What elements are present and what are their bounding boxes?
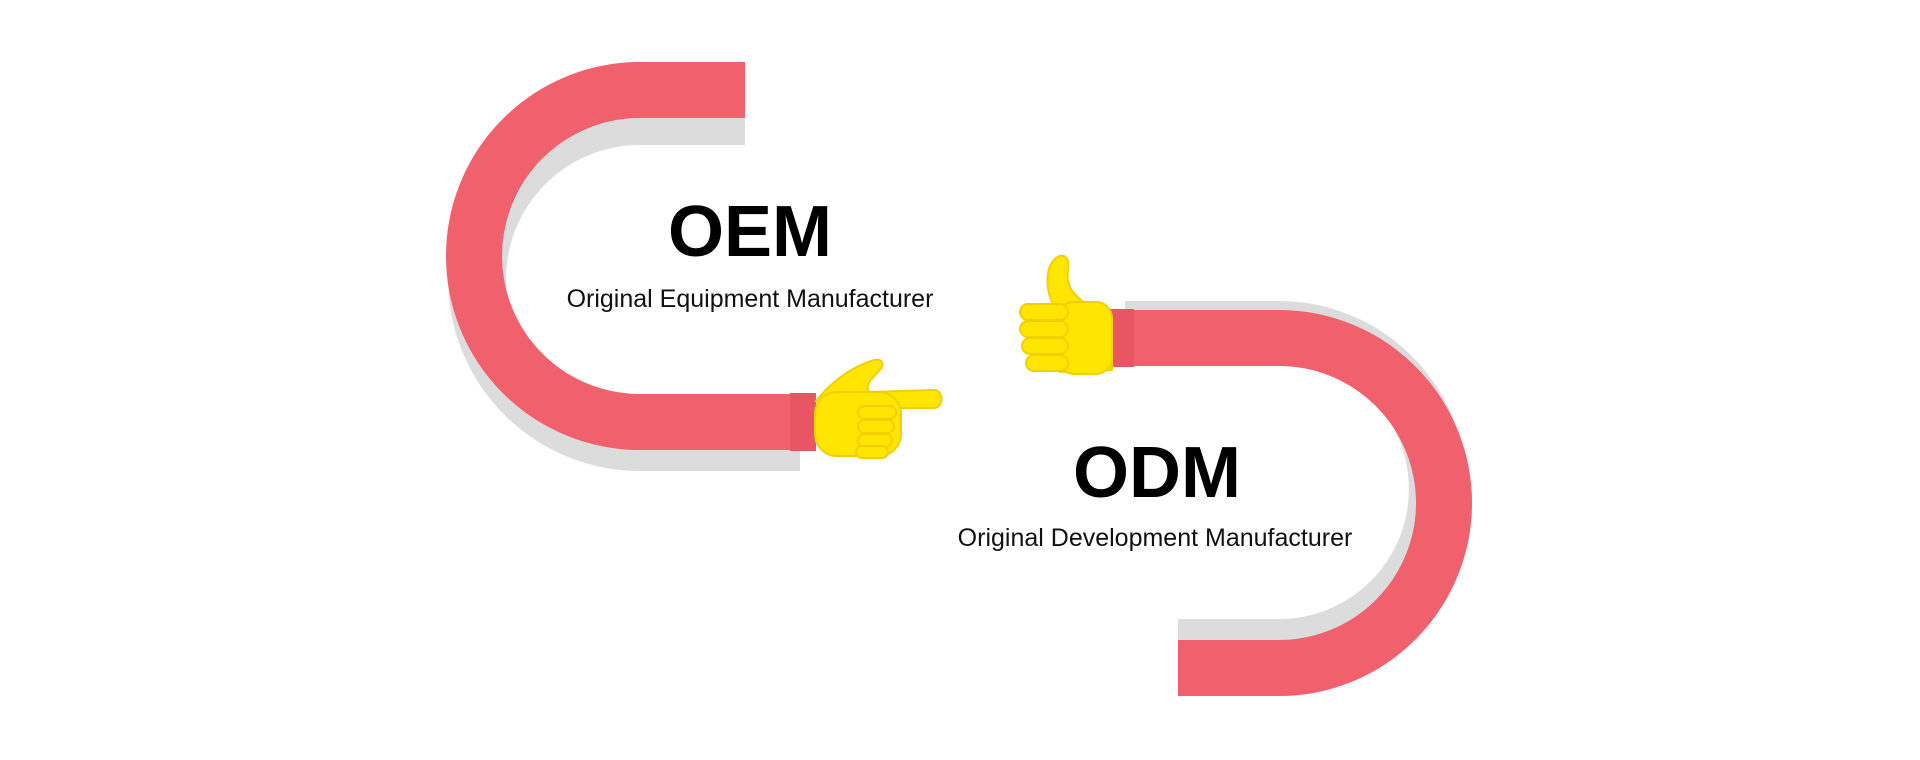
oem-full-name: Original Equipment Manufacturer <box>566 285 934 313</box>
oem-arm-cuff <box>790 393 816 451</box>
oem-arm <box>446 62 816 471</box>
odm-arm-band <box>1128 310 1472 696</box>
oem-arm-band <box>446 62 792 450</box>
odm-full-name: Original Development Manufacturer <box>957 524 1353 552</box>
oem-acronym: OEM <box>667 192 832 272</box>
pointing-hand-icon <box>814 358 943 459</box>
odm-acronym: ODM <box>1073 433 1241 513</box>
thumbs-up-icon <box>1019 254 1113 375</box>
